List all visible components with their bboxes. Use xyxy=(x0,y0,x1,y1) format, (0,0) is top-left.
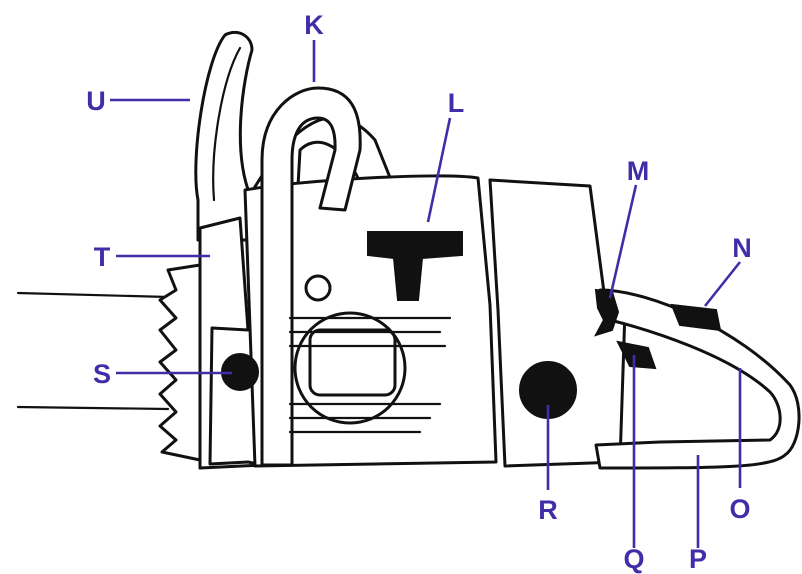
label-M: M xyxy=(627,156,650,186)
label-K: K xyxy=(304,10,324,40)
label-Q: Q xyxy=(623,544,644,574)
bumper-spikes xyxy=(158,263,202,462)
label-R: R xyxy=(538,495,558,525)
throttle-lockout xyxy=(670,303,722,332)
label-O: O xyxy=(729,494,750,524)
hand-guard xyxy=(260,86,362,467)
label-T: T xyxy=(94,242,111,272)
clutch-cover xyxy=(198,216,264,470)
front-handle-inner xyxy=(212,46,242,202)
starter-handle xyxy=(367,231,463,301)
leader-lines xyxy=(110,40,742,548)
throttle-trigger xyxy=(616,340,657,370)
label-S: S xyxy=(93,359,111,389)
label-L: L xyxy=(448,88,465,118)
guide-bar xyxy=(16,291,170,411)
choke-gear xyxy=(593,288,620,337)
label-N: N xyxy=(732,233,752,263)
label-P: P xyxy=(689,544,707,574)
label-U: U xyxy=(86,86,106,116)
cylinder-fins xyxy=(288,274,452,434)
